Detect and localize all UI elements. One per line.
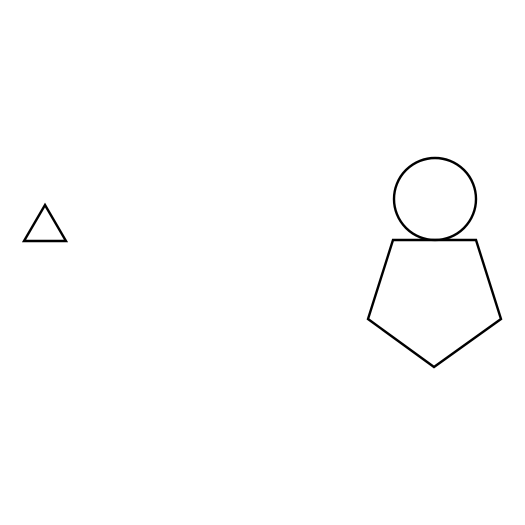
small-triangle (21, 202, 69, 243)
circle (392, 156, 478, 242)
pentagon (366, 238, 503, 369)
